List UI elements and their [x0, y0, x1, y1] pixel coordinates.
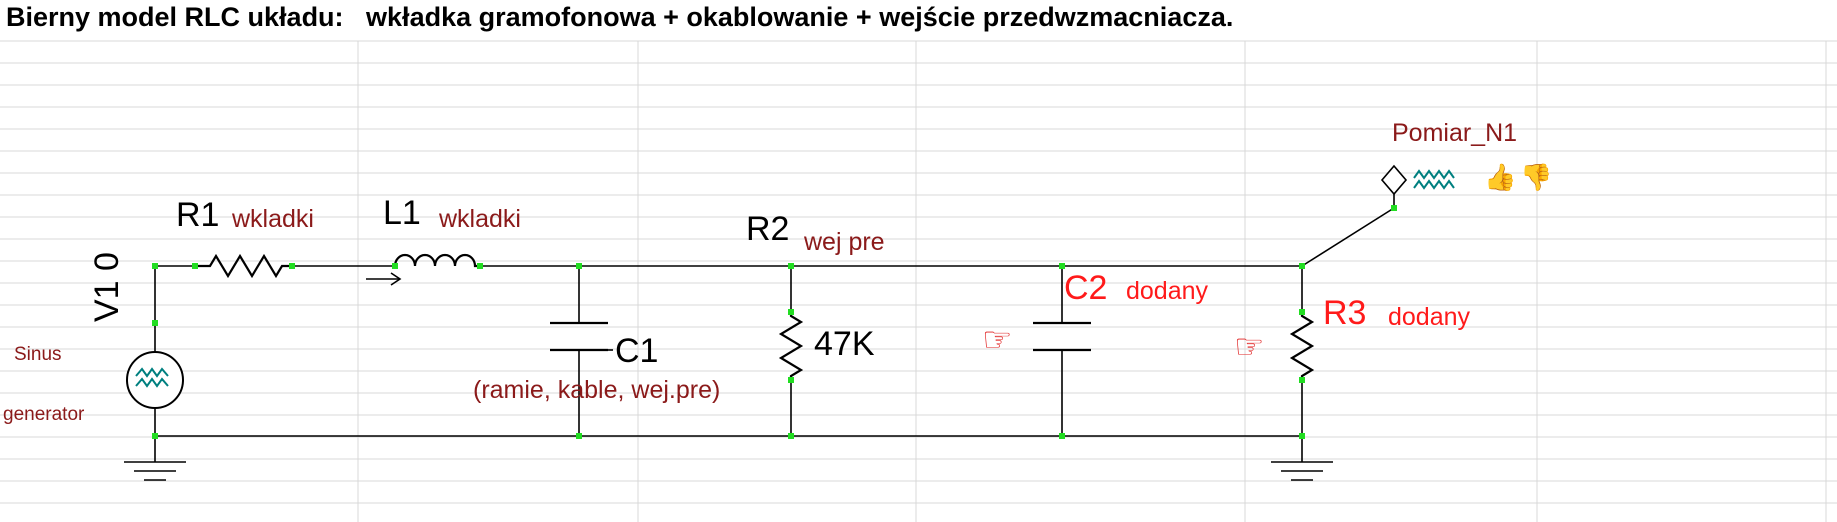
- r2-ref-label: R2: [746, 210, 790, 248]
- r3-desc-label: dodany: [1388, 303, 1471, 331]
- r2-desc-label: wej pre: [804, 228, 885, 256]
- thumbs-up-icon[interactable]: 👍: [1484, 162, 1517, 192]
- ground-left: [124, 461, 186, 481]
- voltage-source-v1: [126, 351, 184, 409]
- page-title: Bierny model RLC układu: wkładka gramofo…: [6, 2, 1234, 32]
- sine-wave-icon: [135, 367, 169, 388]
- v1-desc-line2: generator: [3, 404, 85, 425]
- r2-value-label: 47K: [814, 325, 875, 363]
- thumbs-down-icon[interactable]: 👎: [1520, 162, 1553, 192]
- l1-ref-label: L1: [383, 194, 421, 232]
- c2-ref-label: C2: [1064, 269, 1108, 307]
- v1-ref-label: V1 0: [88, 252, 126, 322]
- resistor-r3: [1289, 312, 1315, 380]
- resistor-r2: [778, 312, 804, 380]
- c2-desc-label: dodany: [1126, 277, 1209, 305]
- probe-marker[interactable]: [1380, 164, 1408, 196]
- pointing-hand-icon: ☞: [1234, 328, 1265, 366]
- pointing-hand-icon: ☞: [982, 321, 1013, 359]
- inductor-l1: [393, 253, 480, 268]
- l1-desc-label: wkladki: [439, 205, 521, 233]
- resistor-r1: [195, 253, 292, 279]
- v1-desc-line1: Sinus: [14, 344, 62, 365]
- arrow-l1-head: [390, 272, 402, 286]
- probe-label: Pomiar_N1: [1392, 119, 1518, 147]
- c1-desc-label: (ramie, kable, wej.pre): [473, 376, 721, 404]
- c1-ref-label: C1: [615, 332, 659, 370]
- r1-ref-label: R1: [176, 196, 220, 234]
- wire-probe: [1301, 207, 1395, 267]
- sine-wave-icon: [1413, 169, 1455, 190]
- r3-ref-label: R3: [1323, 294, 1367, 332]
- ground-right: [1271, 461, 1333, 481]
- r1-desc-label: wkladki: [232, 205, 314, 233]
- node-dots: [152, 205, 1397, 439]
